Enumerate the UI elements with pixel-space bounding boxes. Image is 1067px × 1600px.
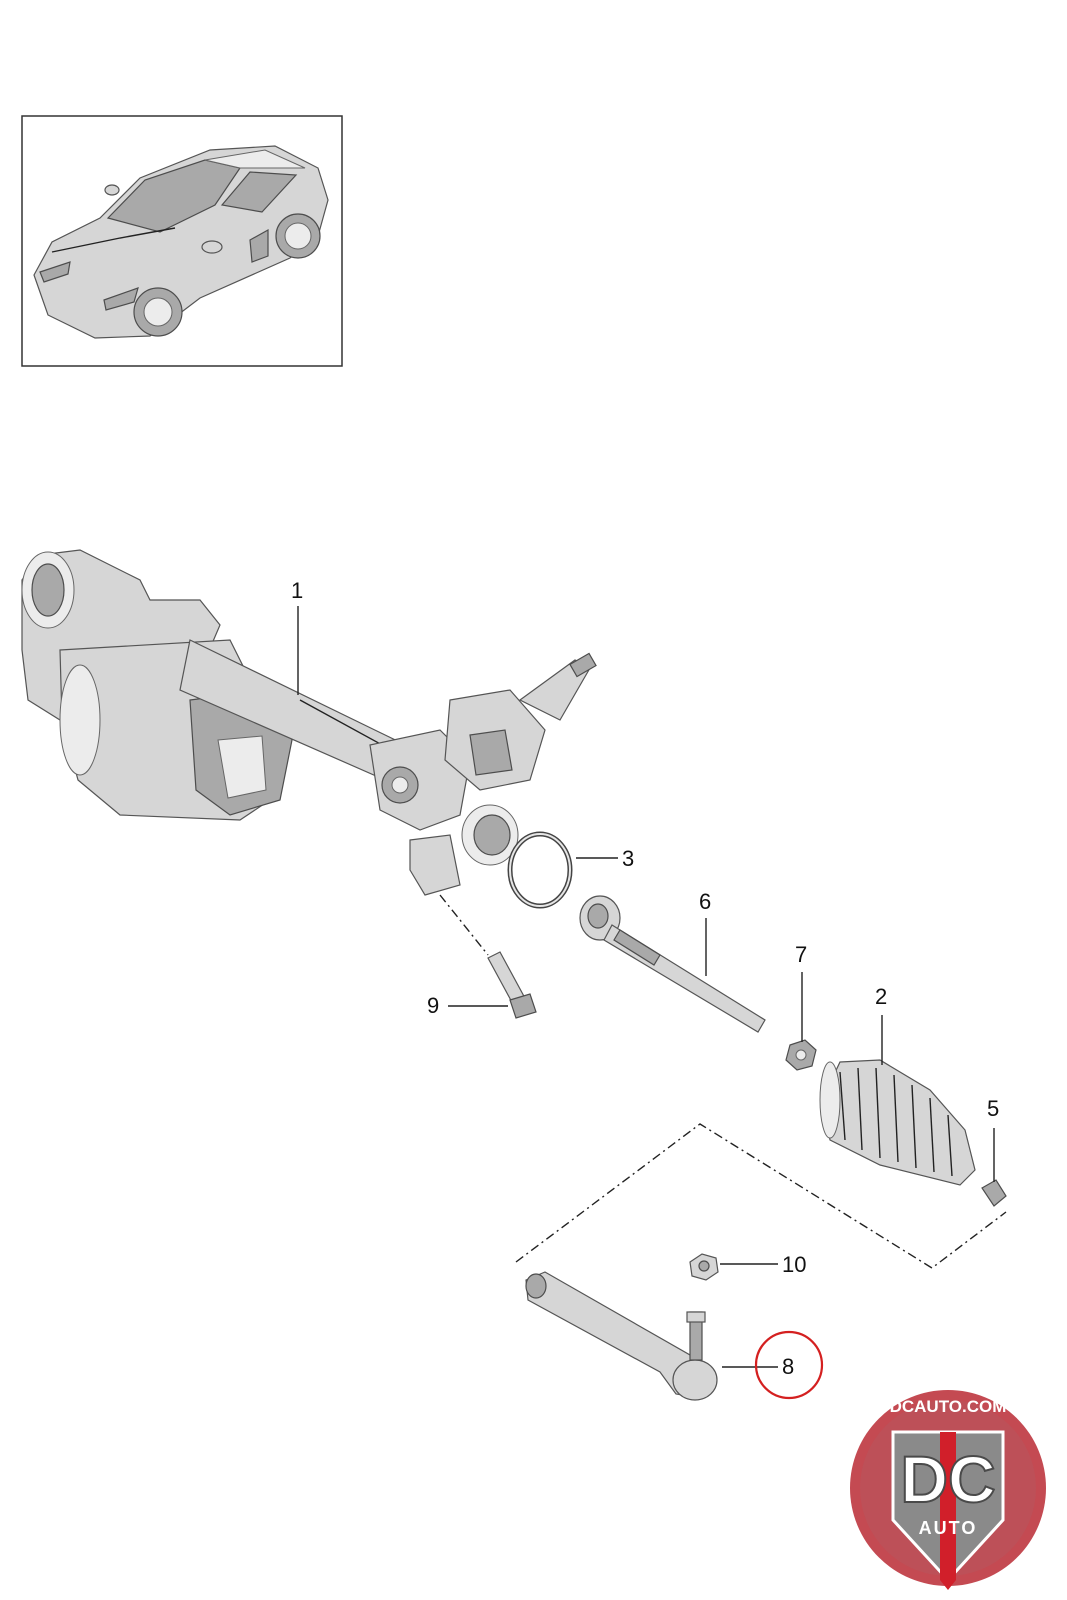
flange-nut-part — [689, 1253, 719, 1281]
callout-7[interactable]: 7 — [795, 942, 807, 967]
callout-10[interactable]: 10 — [782, 1252, 806, 1277]
sports-car-icon — [33, 145, 329, 339]
logo-bottom-text: AUTO — [919, 1518, 978, 1538]
logo-top-text: DCAUTO.COM — [890, 1397, 1007, 1416]
callout-5[interactable]: 5 — [987, 1096, 999, 1121]
tie-rod-end-part — [525, 1271, 718, 1401]
inner-tie-rod-part — [579, 895, 766, 1033]
dcauto-logo: DCAUTO.COM DC AUTO — [850, 1390, 1046, 1590]
steering-rack-part — [21, 549, 597, 896]
callout-1[interactable]: 1 — [291, 578, 303, 603]
callout-8[interactable]: 8 — [782, 1354, 794, 1379]
callout-2[interactable]: 2 — [875, 984, 887, 1009]
leader-lines — [297, 606, 995, 1368]
lock-nut-part — [785, 1039, 817, 1071]
highlight-circle-8 — [754, 1330, 824, 1400]
assembly-outline — [515, 1123, 1007, 1269]
boot-clip-part — [981, 1179, 1007, 1207]
callout-6[interactable]: 6 — [699, 889, 711, 914]
callout-9[interactable]: 9 — [427, 993, 439, 1018]
callout-3[interactable]: 3 — [622, 846, 634, 871]
logo-main-text: DC — [900, 1442, 995, 1516]
steering-boot-part — [819, 1059, 976, 1186]
vehicle-thumbnail — [21, 115, 343, 367]
o-ring-part — [507, 831, 573, 909]
callout-labels: 1 2 3 5 6 7 8 9 10 — [291, 578, 999, 1379]
bolt-part — [439, 894, 537, 1019]
